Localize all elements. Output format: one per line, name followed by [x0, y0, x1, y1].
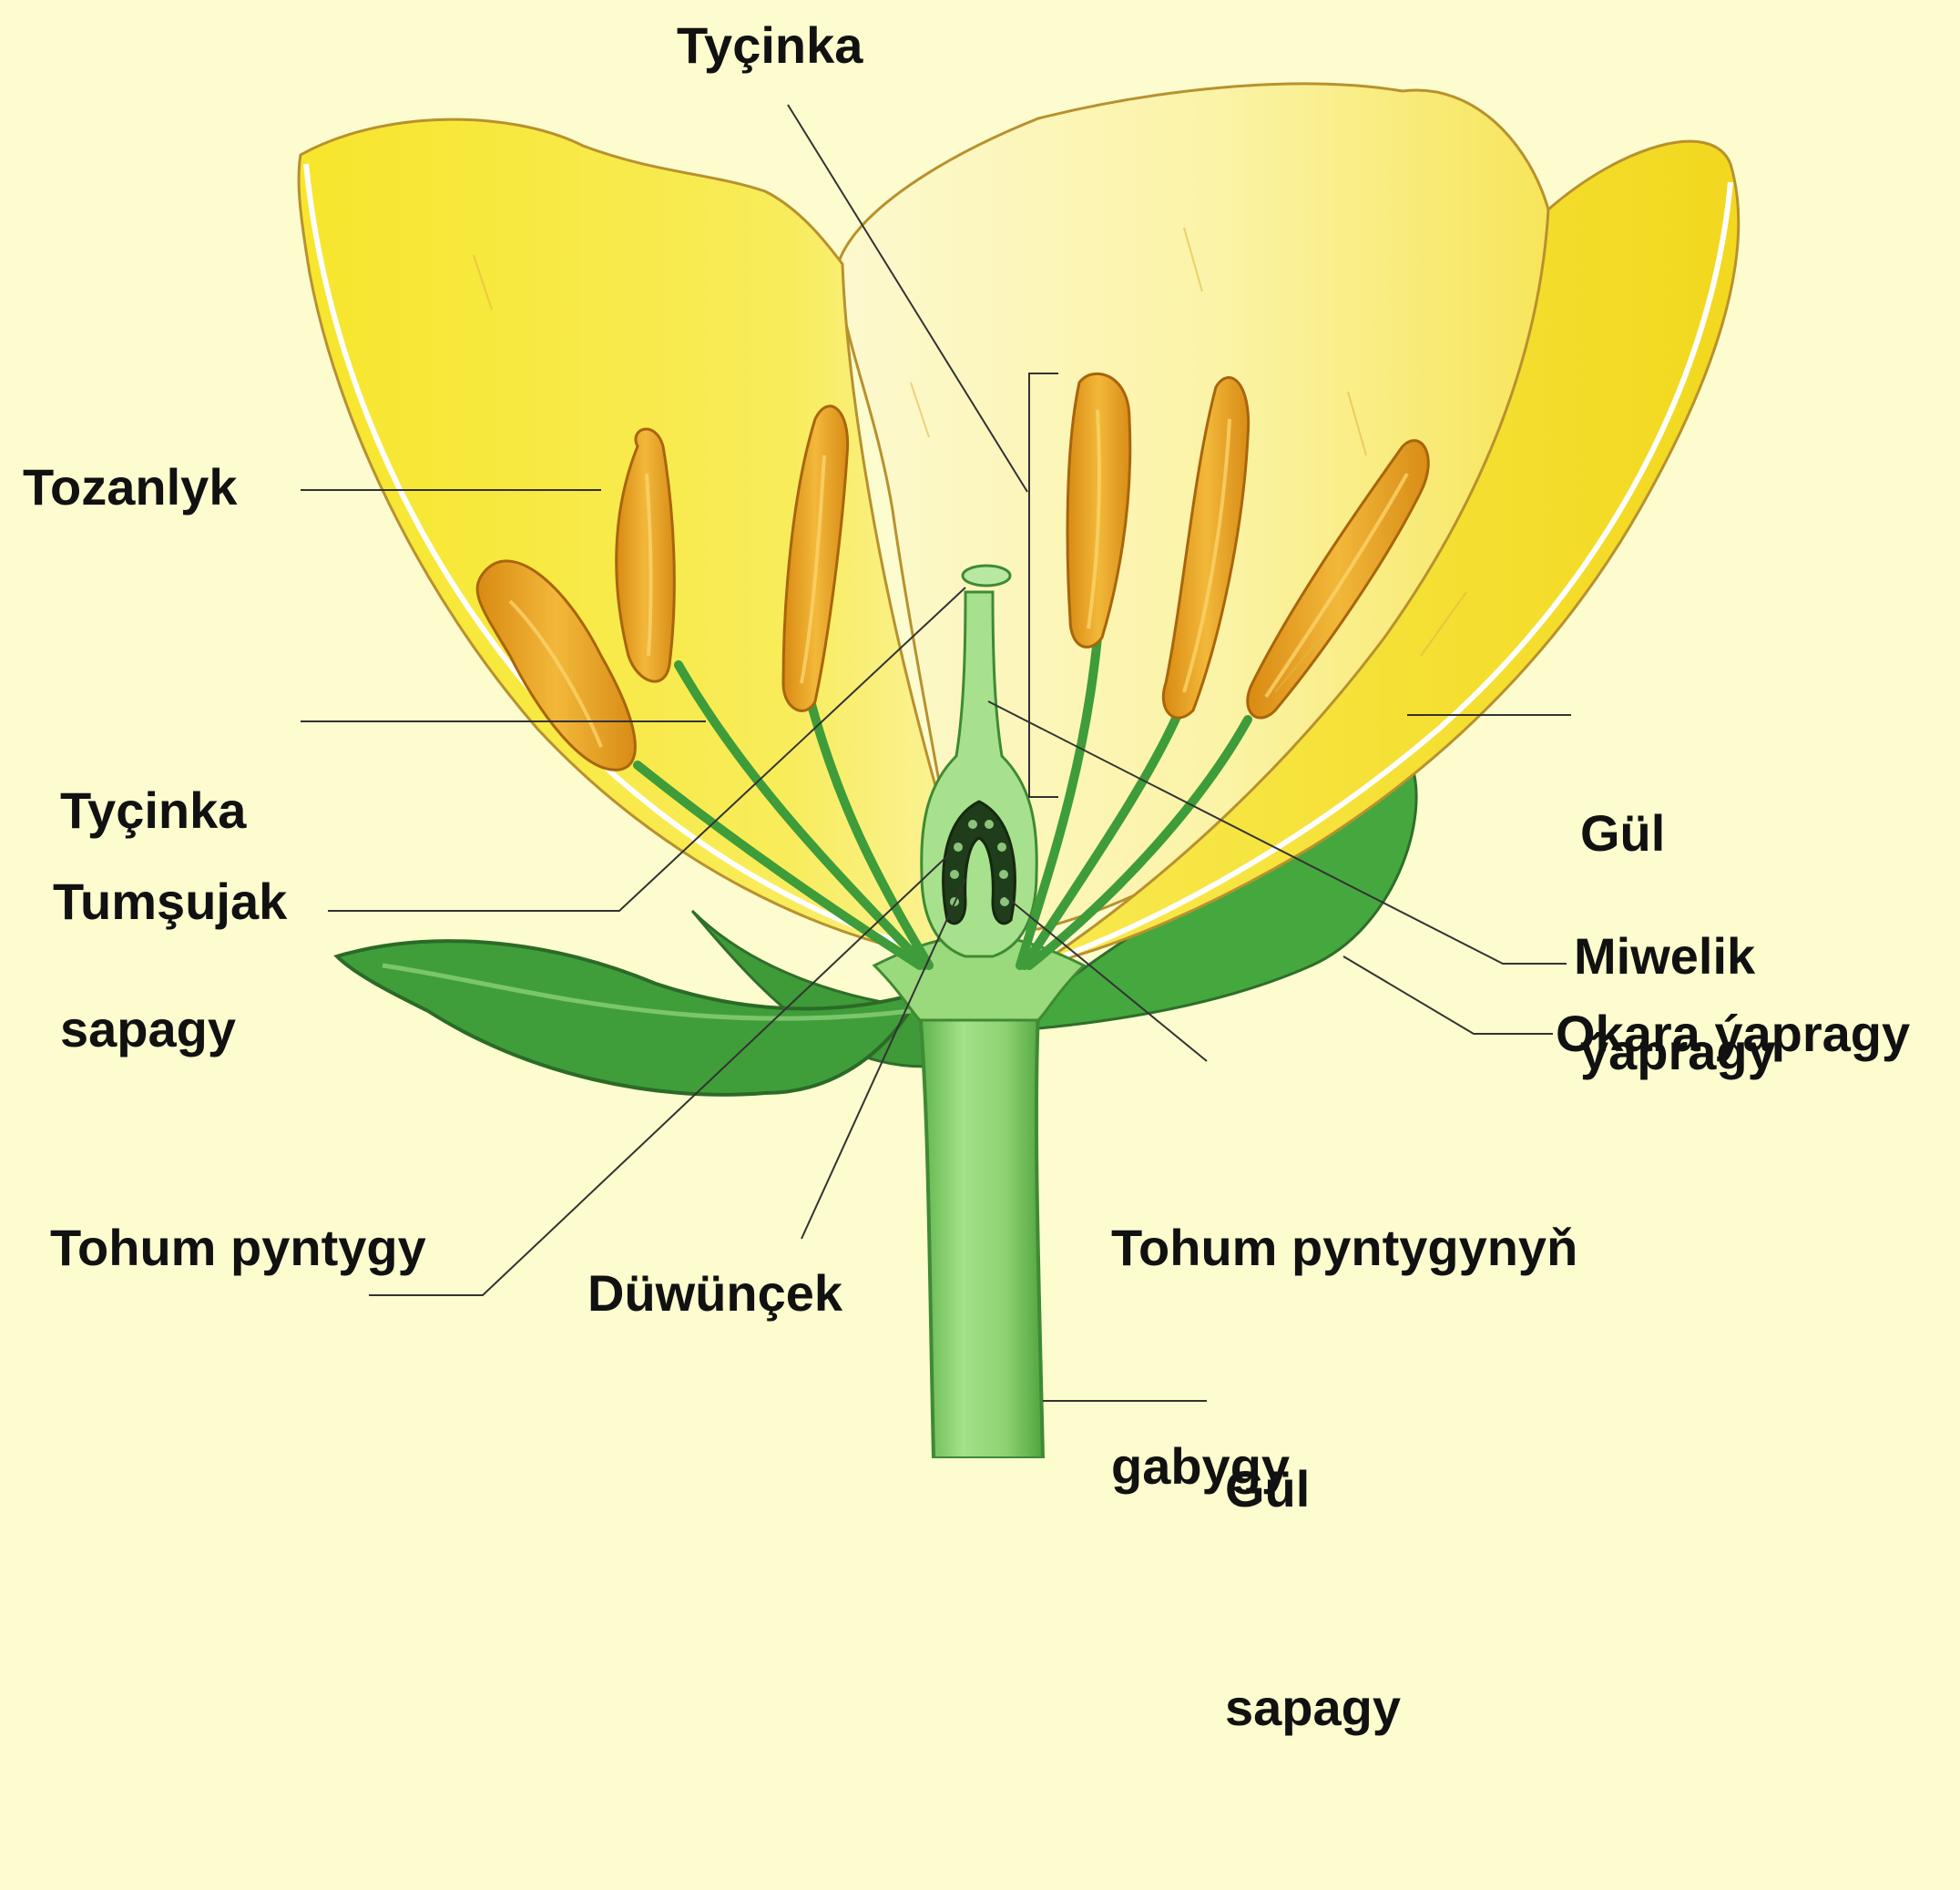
- label-petal-line1: Gül: [1580, 797, 1776, 870]
- label-filament-line2: sapagy: [60, 993, 246, 1066]
- label-ovule: Tohum pyntygy: [50, 1211, 426, 1284]
- label-ovule-coat-line1: Tohum pyntygynyň: [1111, 1211, 1577, 1284]
- label-sepal: Okara ýapragy: [1556, 997, 1910, 1070]
- stigma-shape: [963, 566, 1010, 586]
- label-stamen-top: Tyçinka: [677, 9, 863, 82]
- label-filament-line1: Tyçinka: [60, 774, 246, 847]
- leader-sepal: [1343, 956, 1553, 1034]
- label-anther: Tozanlyk: [23, 451, 237, 524]
- label-pistil: Miwelik: [1574, 920, 1755, 993]
- peduncle: [920, 1011, 1043, 1458]
- label-ovary: Düwünçek: [587, 1257, 842, 1330]
- label-stigma: Tumşujak: [53, 865, 287, 938]
- label-peduncle-line1: Gül: [1225, 1453, 1401, 1526]
- label-peduncle-line2: sapagy: [1225, 1671, 1401, 1744]
- label-peduncle: Gül sapagy: [1225, 1307, 1401, 1890]
- flower-structure-diagram: Tyçinka Tozanlyk Tyçinka sapagy Tumşujak…: [0, 0, 1960, 1458]
